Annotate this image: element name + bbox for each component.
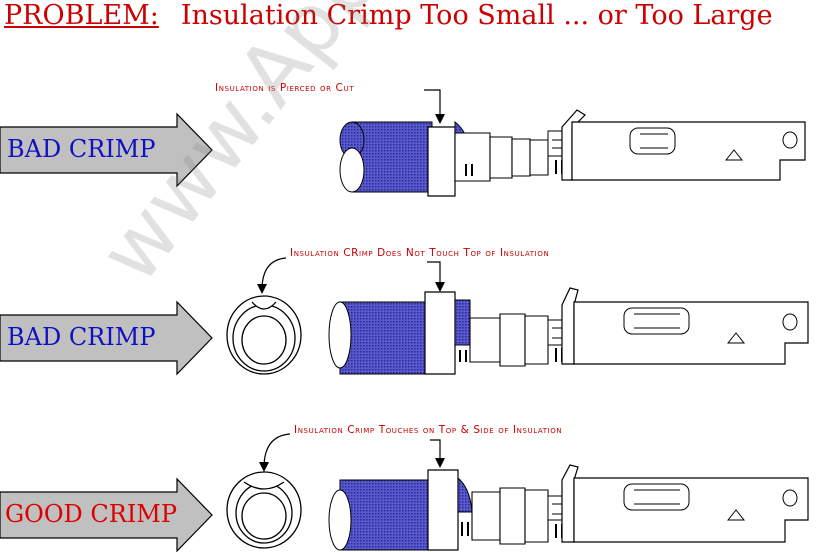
cross-section-row-3 — [226, 471, 302, 549]
arrow-label-row-2: BAD CRIMP — [7, 323, 156, 351]
caption-row-3: Insulation Crimp Touches on Top & Side o… — [294, 424, 563, 436]
arrow-row-2 — [0, 300, 213, 376]
title-problem: PROBLEM: — [4, 0, 159, 31]
callout-pointer-row-2 — [257, 257, 445, 294]
page-title: PROBLEM: Insulation Crimp Too Small ... o… — [4, 0, 773, 31]
arrow-row-3 — [0, 477, 213, 552]
terminal-row-3 — [328, 464, 809, 551]
arrow-label-row-3: GOOD CRIMP — [5, 500, 178, 528]
terminal-row-2 — [328, 287, 809, 375]
terminal-row-1 — [339, 109, 806, 197]
arrow-row-1 — [0, 112, 213, 188]
callout-pointer-row-3 — [259, 433, 445, 472]
callout-pointer-row-1 — [424, 89, 445, 124]
caption-row-1: Insulation is Pierced or Cut — [215, 82, 355, 94]
arrow-label-row-1: BAD CRIMP — [7, 135, 156, 163]
title-text: Insulation Crimp Too Small ... or Too La… — [180, 0, 773, 31]
cross-section-row-2 — [226, 295, 302, 375]
caption-row-2: Insulation CRimp Does Not Touch Top of I… — [290, 247, 550, 259]
